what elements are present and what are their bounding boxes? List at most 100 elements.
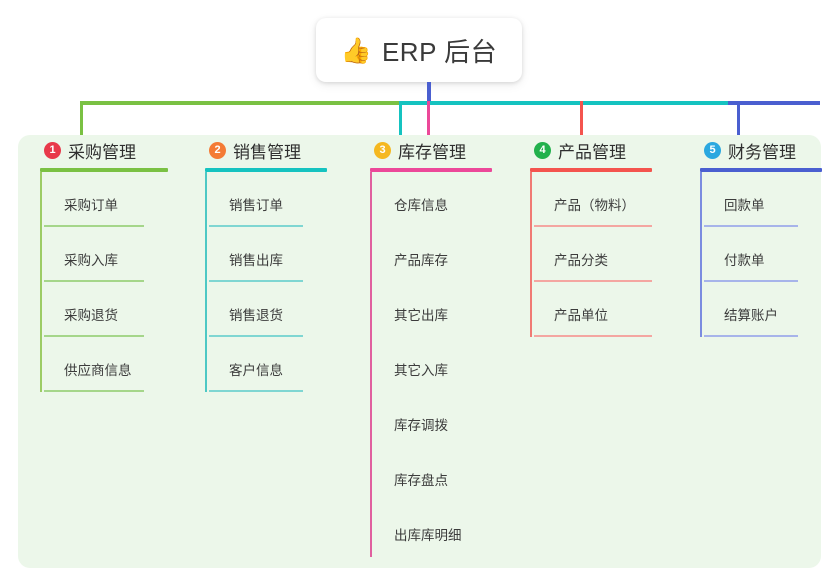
branch-item-list: 采购订单采购入库采购退货供应商信息 (40, 172, 168, 392)
branch-column-5: 5 财务管理回款单付款单结算账户 (700, 135, 822, 337)
branch-item-rule (374, 555, 468, 557)
branch-item-label: 采购订单 (64, 198, 118, 213)
branch-item-label: 库存盘点 (394, 473, 448, 488)
branch-header-rule (530, 168, 652, 172)
branch-header-rule (205, 168, 327, 172)
branch-item-label: 采购入库 (64, 253, 118, 268)
root-node[interactable]: 👍 ERP 后台 (316, 18, 522, 82)
branch-item[interactable]: 其它入库 (370, 337, 498, 392)
branch-item[interactable]: 其它出库 (370, 282, 498, 337)
branch-item-label: 销售出库 (229, 253, 283, 268)
branch-header-4[interactable]: 4 产品管理 (530, 135, 658, 165)
branch-column-3: 3 库存管理仓库信息产品库存其它出库其它入库库存调拨库存盘点出库库明细 (370, 135, 498, 557)
branch-item-label: 采购退货 (64, 308, 118, 323)
branch-item-label: 供应商信息 (64, 363, 132, 378)
branch-panel: 1 采购管理采购订单采购入库采购退货供应商信息 2 销售管理销售订单销售出库销售退货客… (18, 135, 822, 568)
branch-item-rule (209, 280, 303, 282)
branch-item[interactable]: 库存盘点 (370, 447, 498, 502)
branch-item[interactable]: 供应商信息 (40, 337, 168, 392)
branch-item-rule (44, 225, 144, 227)
branch-item-list: 回款单付款单结算账户 (700, 172, 820, 337)
branch-item[interactable]: 采购退货 (40, 282, 168, 337)
branch-item[interactable]: 产品库存 (370, 227, 498, 282)
branch-item[interactable]: 采购入库 (40, 227, 168, 282)
branch-item[interactable]: 库存调拨 (370, 392, 498, 447)
branch-item-rule (209, 335, 303, 337)
bus-segment-teal (400, 101, 730, 105)
branch-title: 销售管理 (233, 142, 301, 162)
branch-item-rule (209, 390, 303, 392)
branch-item-label: 付款单 (724, 253, 765, 268)
branch-leg-3 (427, 101, 430, 145)
branch-item[interactable]: 付款单 (700, 227, 820, 282)
branch-item-list: 产品（物料） 产品分类产品单位 (530, 172, 658, 337)
branch-column-2: 2 销售管理销售订单销售出库销售退货客户信息 (205, 135, 333, 392)
branch-number-badge: 4 (534, 141, 551, 159)
branch-item-label: 产品（物料） (554, 198, 635, 213)
branch-item[interactable]: 仓库信息 (370, 172, 498, 227)
branch-item-rule (209, 225, 303, 227)
branch-title: 库存管理 (398, 142, 466, 162)
branch-title: 财务管理 (728, 142, 796, 162)
branch-title: 产品管理 (558, 142, 626, 162)
branch-item[interactable]: 产品（物料） (530, 172, 658, 227)
branch-item-rule (534, 280, 652, 282)
branch-header-rule (700, 168, 822, 172)
branch-item-label: 其它入库 (394, 363, 448, 378)
branch-item-label: 其它出库 (394, 308, 448, 323)
branch-item-label: 产品分类 (554, 253, 608, 268)
branch-item[interactable]: 出库库明细 (370, 502, 498, 557)
branch-item[interactable]: 产品单位 (530, 282, 658, 337)
branch-leg-2 (399, 101, 402, 145)
branch-item-rule (534, 335, 652, 337)
branch-item-rule (534, 225, 652, 227)
branch-column-1: 1 采购管理采购订单采购入库采购退货供应商信息 (40, 135, 168, 392)
root-title: ERP 后台 (381, 36, 498, 67)
branch-item[interactable]: 销售出库 (205, 227, 333, 282)
branch-number-badge: 1 (44, 141, 61, 159)
branch-item-rule (704, 225, 798, 227)
branch-item-label: 产品库存 (394, 253, 448, 268)
branch-column-4: 4 产品管理产品（物料） 产品分类产品单位 (530, 135, 658, 337)
branch-item-list: 销售订单销售出库销售退货客户信息 (205, 172, 333, 392)
branch-item[interactable]: 回款单 (700, 172, 820, 227)
branch-item-label: 结算账户 (724, 308, 778, 323)
branch-leg-4 (580, 101, 583, 145)
branch-number-badge: 5 (704, 141, 721, 159)
branch-title: 采购管理 (68, 142, 136, 162)
branch-item-label: 仓库信息 (394, 198, 448, 213)
branch-item-rule (44, 335, 144, 337)
branch-header-1[interactable]: 1 采购管理 (40, 135, 168, 165)
branch-item-rule (704, 280, 798, 282)
branch-item-label: 回款单 (724, 198, 765, 213)
branch-item[interactable]: 销售退货 (205, 282, 333, 337)
branch-item-rule (704, 335, 798, 337)
branch-leg-1 (80, 101, 83, 145)
branch-item-label: 销售订单 (229, 198, 283, 213)
branch-item-rule (44, 280, 144, 282)
branch-header-2[interactable]: 2 销售管理 (205, 135, 333, 165)
branch-item-label: 客户信息 (229, 363, 283, 378)
branch-item-label: 销售退货 (229, 308, 283, 323)
branch-item[interactable]: 产品分类 (530, 227, 658, 282)
branch-item[interactable]: 销售订单 (205, 172, 333, 227)
branch-item[interactable]: 采购订单 (40, 172, 168, 227)
branch-header-rule (370, 168, 492, 172)
branch-item-label: 库存调拨 (394, 418, 448, 433)
root-stem-connector (427, 82, 431, 102)
branch-number-badge: 3 (374, 141, 391, 159)
branch-item-list: 仓库信息产品库存其它出库其它入库库存调拨库存盘点出库库明细 (370, 172, 498, 557)
branch-item[interactable]: 结算账户 (700, 282, 820, 337)
branch-header-rule (40, 168, 168, 172)
branch-header-3[interactable]: 3 库存管理 (370, 135, 498, 165)
branch-header-5[interactable]: 5 财务管理 (700, 135, 820, 165)
thumbs-up-icon: 👍 (340, 35, 372, 65)
branch-item-label: 出库库明细 (394, 528, 462, 543)
branch-item-label: 产品单位 (554, 308, 608, 323)
bus-segment-green (80, 101, 402, 105)
bus-segment-blue (728, 101, 820, 105)
branch-number-badge: 2 (209, 141, 226, 159)
branch-leg-5 (737, 101, 740, 145)
branch-item[interactable]: 客户信息 (205, 337, 333, 392)
